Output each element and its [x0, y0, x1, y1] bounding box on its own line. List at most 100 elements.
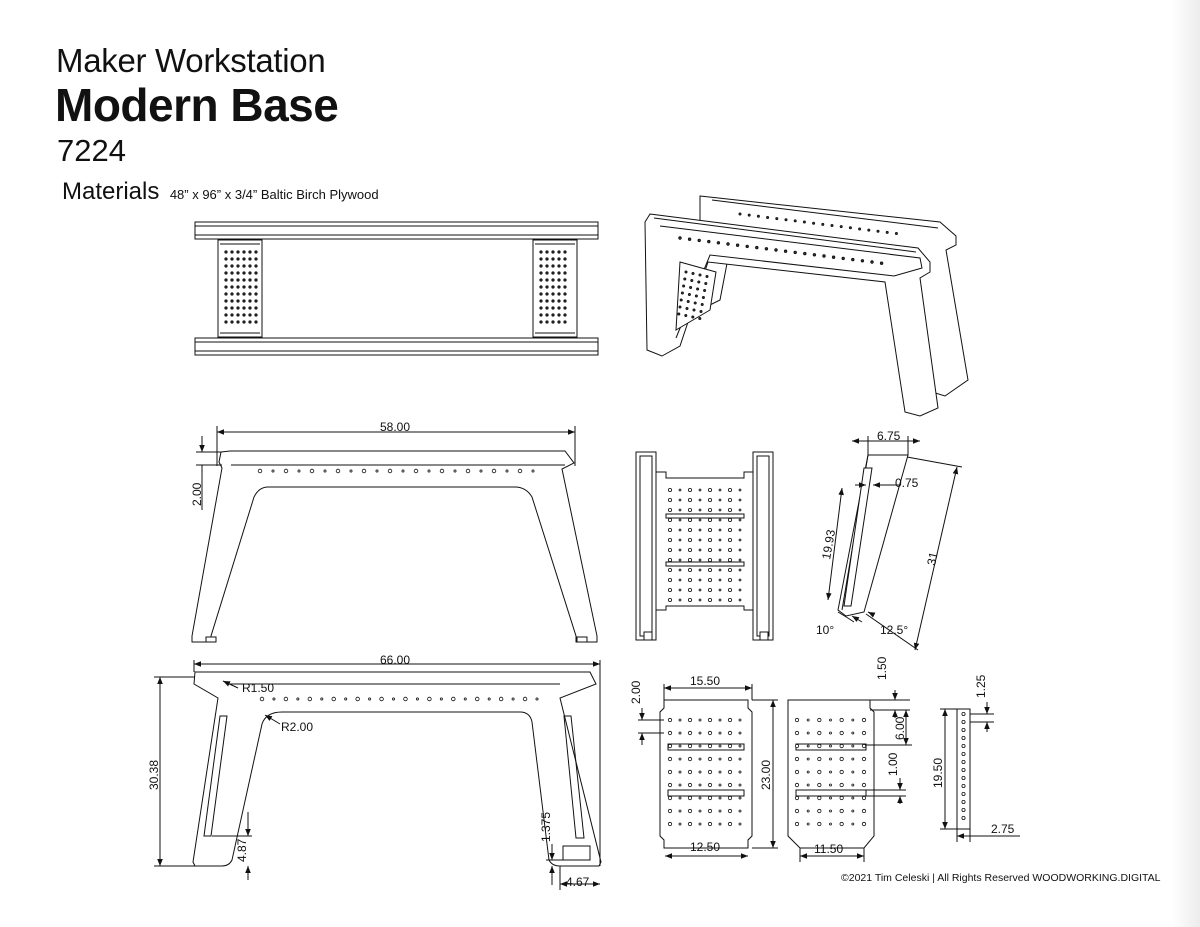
hole: [242, 313, 246, 317]
dim-panel-a-top: 15.50: [690, 674, 720, 688]
hole: [738, 568, 742, 572]
hole: [728, 538, 733, 543]
hole: [698, 578, 702, 582]
hole: [551, 264, 555, 268]
side-panel-view: [826, 436, 963, 651]
hole: [794, 743, 800, 749]
hole: [392, 697, 396, 701]
hole: [806, 757, 810, 761]
hole: [224, 285, 228, 289]
hole: [236, 292, 240, 296]
hole: [728, 518, 733, 523]
hole: [387, 468, 393, 474]
hole: [707, 717, 713, 723]
hole: [870, 260, 874, 264]
hole: [557, 313, 561, 317]
hole: [728, 528, 733, 533]
hole: [230, 250, 234, 254]
hole: [728, 497, 733, 502]
hole: [738, 744, 742, 748]
hole: [839, 730, 844, 736]
hole: [718, 718, 722, 722]
hole: [861, 743, 867, 749]
hole: [230, 271, 234, 275]
hole: [224, 250, 228, 254]
hole: [545, 292, 549, 296]
hole: [224, 278, 228, 282]
hole: [705, 274, 709, 278]
hole: [794, 795, 800, 801]
hole: [692, 308, 696, 312]
hole: [718, 731, 722, 735]
hole: [557, 264, 561, 268]
hole: [728, 558, 733, 563]
dim-top-width: 58.00: [380, 420, 410, 434]
hole: [309, 468, 315, 474]
hole: [368, 697, 372, 701]
hole: [557, 257, 561, 261]
dim-strip-width: 2.75: [991, 822, 1015, 836]
hole: [698, 316, 702, 320]
hole: [793, 250, 797, 255]
hole: [688, 578, 693, 583]
hole: [667, 743, 673, 749]
front-elevation: [191, 426, 598, 643]
hole: [678, 796, 682, 800]
hole: [678, 498, 682, 502]
hole: [728, 578, 733, 583]
hole: [851, 731, 855, 735]
hole: [453, 469, 457, 473]
hole: [678, 236, 682, 240]
panel-b-view: [787, 690, 912, 862]
hole: [230, 320, 234, 324]
hole: [296, 697, 300, 701]
hole: [876, 229, 880, 233]
hole: [678, 305, 682, 309]
hole: [747, 213, 751, 217]
hole: [697, 280, 701, 284]
hole: [403, 696, 408, 702]
dim-side-len: 31: [924, 550, 941, 566]
hole: [248, 306, 252, 310]
hole: [718, 588, 722, 592]
hole: [563, 250, 567, 254]
hole: [817, 782, 822, 788]
hole: [738, 822, 742, 826]
hole: [861, 782, 867, 788]
hole: [806, 744, 810, 748]
hole: [806, 809, 810, 813]
model-number: 7224: [57, 133, 126, 168]
hole: [563, 264, 567, 268]
hole: [224, 313, 228, 317]
hole: [851, 783, 855, 787]
hole: [794, 821, 800, 827]
hole: [704, 281, 708, 285]
hole: [851, 257, 855, 262]
hole: [678, 558, 682, 562]
hole: [678, 822, 682, 826]
dim-panel-b-spacing: 6.00: [893, 716, 907, 740]
hole: [668, 538, 673, 543]
hole: [738, 598, 742, 602]
dim-side-top: 6.75: [877, 429, 901, 443]
hole: [688, 588, 693, 593]
hole: [851, 809, 855, 813]
hole: [707, 782, 713, 788]
hole: [415, 697, 419, 701]
hole: [687, 795, 693, 801]
hole: [839, 821, 844, 827]
hole: [728, 548, 733, 553]
hole: [668, 588, 673, 593]
hole: [738, 796, 742, 800]
hole: [539, 271, 543, 275]
hole: [242, 257, 246, 261]
hole: [551, 299, 555, 303]
hole: [703, 288, 707, 292]
dim-bottom-width: 66.00: [380, 653, 410, 667]
hole: [230, 306, 234, 310]
hole: [687, 756, 693, 762]
hole: [667, 756, 673, 762]
panel-a-view: [638, 684, 778, 859]
hole: [539, 320, 543, 324]
hole: [254, 250, 258, 254]
